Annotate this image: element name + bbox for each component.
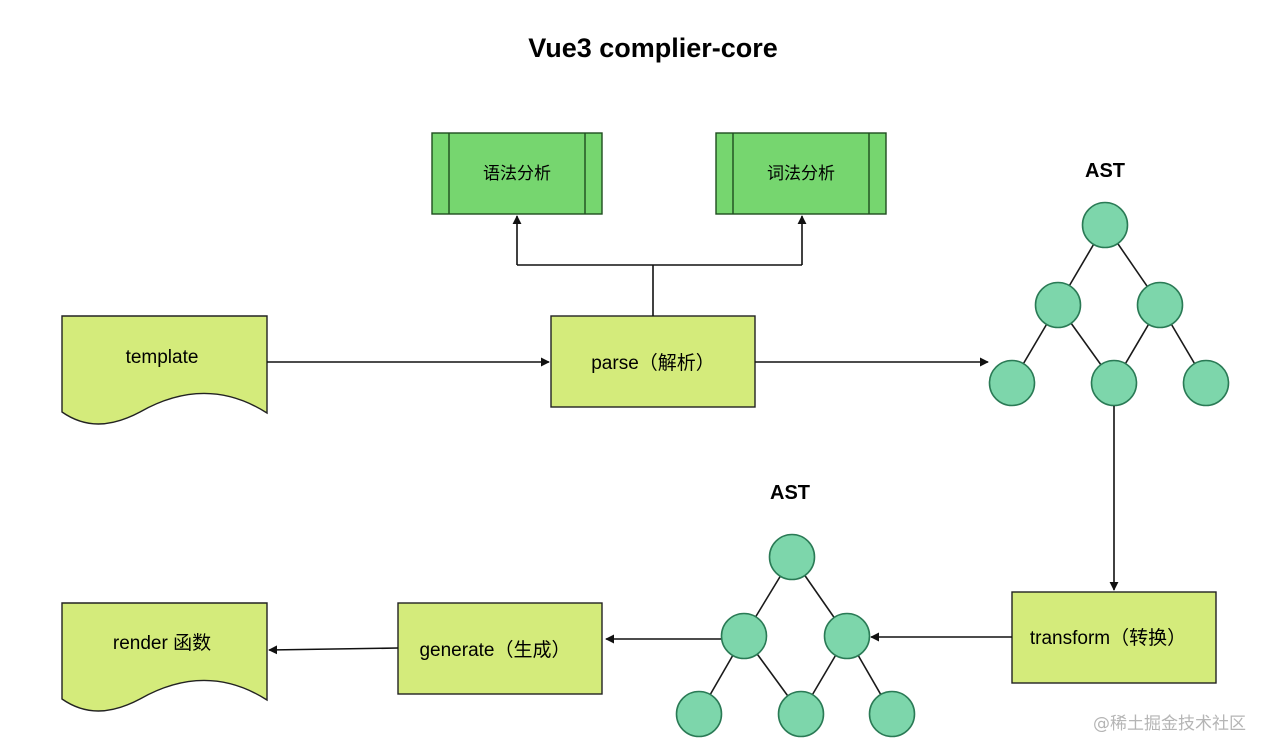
lexical-analysis-box: 词法分析 [715,132,887,215]
watermark: @稀土掘金技术社区 [1093,714,1246,734]
lexical-analysis-label: 词法分析 [767,164,835,184]
ast-bottom-root-node [768,533,816,581]
ast-top-root-node [1081,201,1129,249]
ast-bottom-leaf-node [777,690,825,738]
ast-bottom-label: AST [770,482,810,504]
parse-branch-connector [512,215,807,316]
transform-label: transform（转换） [1030,627,1186,649]
generate-label: generate（生成） [419,639,570,661]
ast-top-leaf-node [988,359,1036,407]
ast-top-leaf-node [1182,359,1230,407]
ast-top-leaf-node [1090,359,1138,407]
parse-box: parse（解析） [550,315,756,408]
arrow-generate-render [268,645,399,655]
diagram-title: Vue3 complier-core [528,33,778,63]
ast-bottom-leaf-node [868,690,916,738]
syntax-analysis-label: 语法分析 [483,164,551,184]
ast-top-node [1136,281,1184,329]
transform-box: transform（转换） [1011,591,1217,684]
ast-bottom-node [823,612,871,660]
ast-bottom-leaf-node [675,690,723,738]
ast-tree-top: AST [988,160,1230,407]
parse-label: parse（解析） [591,352,715,374]
ast-tree-bottom: AST [675,482,916,738]
render-function-document: render 函数 [61,602,268,712]
template-label: template [126,347,199,368]
render-function-label: render 函数 [113,632,211,654]
ast-bottom-node [720,612,768,660]
ast-top-node [1034,281,1082,329]
syntax-analysis-box: 语法分析 [431,132,603,215]
template-document: template [61,315,268,425]
ast-top-label: AST [1085,160,1125,182]
generate-box: generate（生成） [397,602,603,695]
